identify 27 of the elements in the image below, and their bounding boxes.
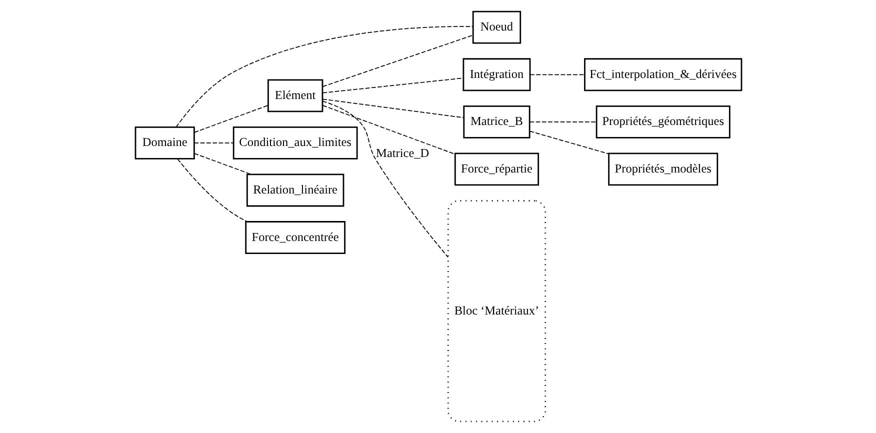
connector (322, 98, 464, 118)
node-box: Fct_interpolation_&_dérivées (584, 58, 742, 92)
node-box: Condition_aux_limites (232, 126, 358, 160)
node-box: Matrice_B (462, 105, 530, 138)
connector (175, 26, 473, 128)
node-box: Intégration (462, 58, 530, 92)
connector (529, 74, 584, 76)
connector (322, 104, 455, 155)
connector (322, 78, 464, 94)
connector (176, 158, 248, 222)
node-box: Propriétés_modèles (608, 152, 718, 186)
node-box: Relation_linéaire (246, 174, 344, 207)
node-box: Domaine (134, 126, 194, 160)
connector (193, 142, 234, 144)
connector (193, 153, 252, 175)
connector (528, 121, 596, 122)
node-box: Propriétés_géométriques (595, 105, 730, 138)
connector (528, 130, 609, 154)
node-box: Force_concentrée (244, 221, 345, 254)
connector (322, 100, 448, 258)
connector (322, 34, 473, 88)
connector (193, 104, 268, 133)
node-box: Elément (266, 79, 323, 112)
node-box: Noeud (472, 10, 521, 44)
node-box: Force_répartie (454, 152, 539, 186)
edge-label: Matrice_D (376, 146, 429, 160)
node-box: Bloc ‘Matériaux’ (446, 200, 546, 422)
